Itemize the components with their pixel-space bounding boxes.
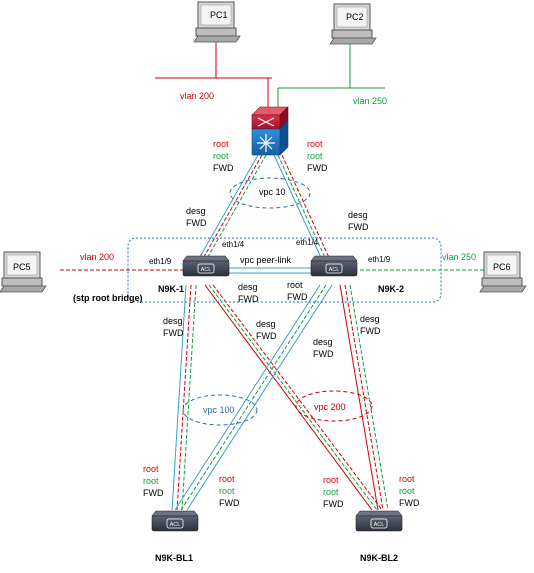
vlan-250-right-label: vlan 250 — [442, 252, 476, 262]
bl1-left-root-green: root — [143, 476, 159, 486]
bl2-left-root-red: root — [323, 475, 339, 485]
pc5-computer-icon[interactable] — [0, 251, 47, 293]
n9k1-switch-icon[interactable]: ACL — [182, 255, 230, 277]
core-left-root-green: root — [213, 151, 229, 161]
vlan-200-top-label: vlan 200 — [180, 91, 214, 101]
vpc-200-label: vpc 200 — [314, 402, 346, 412]
bl1-right-root-green: root — [219, 486, 235, 496]
n9k2-down-fwd: FWD — [360, 326, 381, 336]
bl2-left-root-green: root — [323, 487, 339, 497]
vlan-200-left-label: vlan 200 — [80, 252, 114, 262]
bl2-right-root-red: root — [399, 474, 415, 484]
pc1-computer-icon[interactable] — [193, 1, 241, 43]
n9k2-up-desg: desg — [348, 210, 368, 220]
pc5-label: PC5 — [13, 262, 31, 272]
core-right-fwd: FWD — [307, 163, 328, 173]
n9k2-eth-up: eth1/4 — [296, 238, 319, 247]
bl1-name: N9K-BL1 — [155, 553, 193, 563]
n9k2-cross-desg: desg — [313, 337, 333, 347]
core-left-fwd: FWD — [213, 163, 234, 173]
n9k2-eth-side: eth1/9 — [368, 255, 391, 264]
vpc-100-label: vpc 100 — [203, 405, 235, 415]
core-right-root-green: root — [307, 151, 323, 161]
vpc-200-ellipse — [295, 390, 373, 422]
n9k1-name: N9K-1 — [158, 284, 184, 294]
pc2-computer-icon[interactable] — [329, 3, 377, 45]
bl1-left-fwd: FWD — [143, 488, 164, 498]
vlan-200-top-segment — [155, 38, 272, 108]
n9k2-up-fwd: FWD — [348, 222, 369, 232]
n9k1-cross-desg: desg — [256, 319, 276, 329]
vpc-peer-link — [220, 267, 312, 274]
n9k2-peer-root: root — [287, 280, 303, 290]
n9k1-up-fwd: FWD — [186, 218, 207, 228]
bl1-acl-badge: ACL — [170, 522, 181, 528]
bl1-switch-icon[interactable]: ACL — [151, 510, 199, 532]
bl2-left-fwd: FWD — [323, 499, 344, 509]
core-to-n9k2-links — [273, 154, 332, 263]
n9k1-eth-side: eth1/9 — [149, 257, 172, 266]
vpc-10-label: vpc 10 — [259, 187, 286, 197]
bl1-right-fwd: FWD — [219, 498, 240, 508]
core-right-root-red: root — [307, 139, 323, 149]
vlan-250-top-label: vlan 250 — [353, 96, 387, 106]
n9k2-down-desg: desg — [360, 314, 380, 324]
n9k2-name: N9K-2 — [378, 284, 404, 294]
peer-link-label: vpc peer-link — [240, 255, 292, 265]
bl2-acl-badge: ACL — [374, 522, 385, 528]
pc6-label: PC6 — [493, 262, 511, 272]
n9k1-cross-fwd: FWD — [256, 331, 277, 341]
n9k1-eth-up: eth1/4 — [222, 240, 245, 249]
vlan-250-top-segment — [277, 40, 385, 108]
n9k1-peer-fwd: FWD — [238, 294, 259, 304]
vpc-domain-box — [127, 237, 442, 303]
pc2-label: PC2 — [346, 12, 364, 22]
n9k2-peer-fwd: FWD — [287, 292, 308, 302]
n9k2-to-bl1-links — [174, 284, 333, 511]
n9k1-down-fwd: FWD — [163, 328, 184, 338]
n9k1-to-bl2-links — [204, 284, 383, 511]
bl2-right-root-green: root — [399, 486, 415, 496]
bl2-right-fwd: FWD — [399, 498, 420, 508]
n9k2-cross-fwd: FWD — [313, 349, 334, 359]
n9k2-acl-badge: ACL — [329, 267, 340, 273]
pc6-computer-icon[interactable] — [479, 251, 527, 293]
core-switch-icon[interactable] — [251, 106, 289, 156]
n9k2-to-bl2-links — [339, 284, 389, 511]
n9k1-peer-desg: desg — [238, 282, 258, 292]
n9k1-acl-badge: ACL — [201, 267, 212, 273]
bl1-left-root-red: root — [143, 464, 159, 474]
pc1-label: PC1 — [210, 10, 228, 20]
n9k1-down-desg: desg — [163, 316, 183, 326]
core-to-n9k1-links — [196, 154, 267, 263]
bl1-right-root-red: root — [219, 474, 235, 484]
vpc-10-ellipse — [229, 177, 311, 209]
core-left-root-red: root — [213, 139, 229, 149]
vpc-100-ellipse — [182, 394, 258, 426]
bl2-switch-icon[interactable]: ACL — [355, 510, 403, 532]
bl2-name: N9K-BL2 — [360, 553, 398, 563]
n9k1-to-bl1-links — [171, 284, 197, 511]
stp-root-bridge-note: (stp root bridge) — [73, 293, 143, 303]
n9k1-up-desg: desg — [186, 206, 206, 216]
n9k2-switch-icon[interactable]: ACL — [310, 255, 358, 277]
